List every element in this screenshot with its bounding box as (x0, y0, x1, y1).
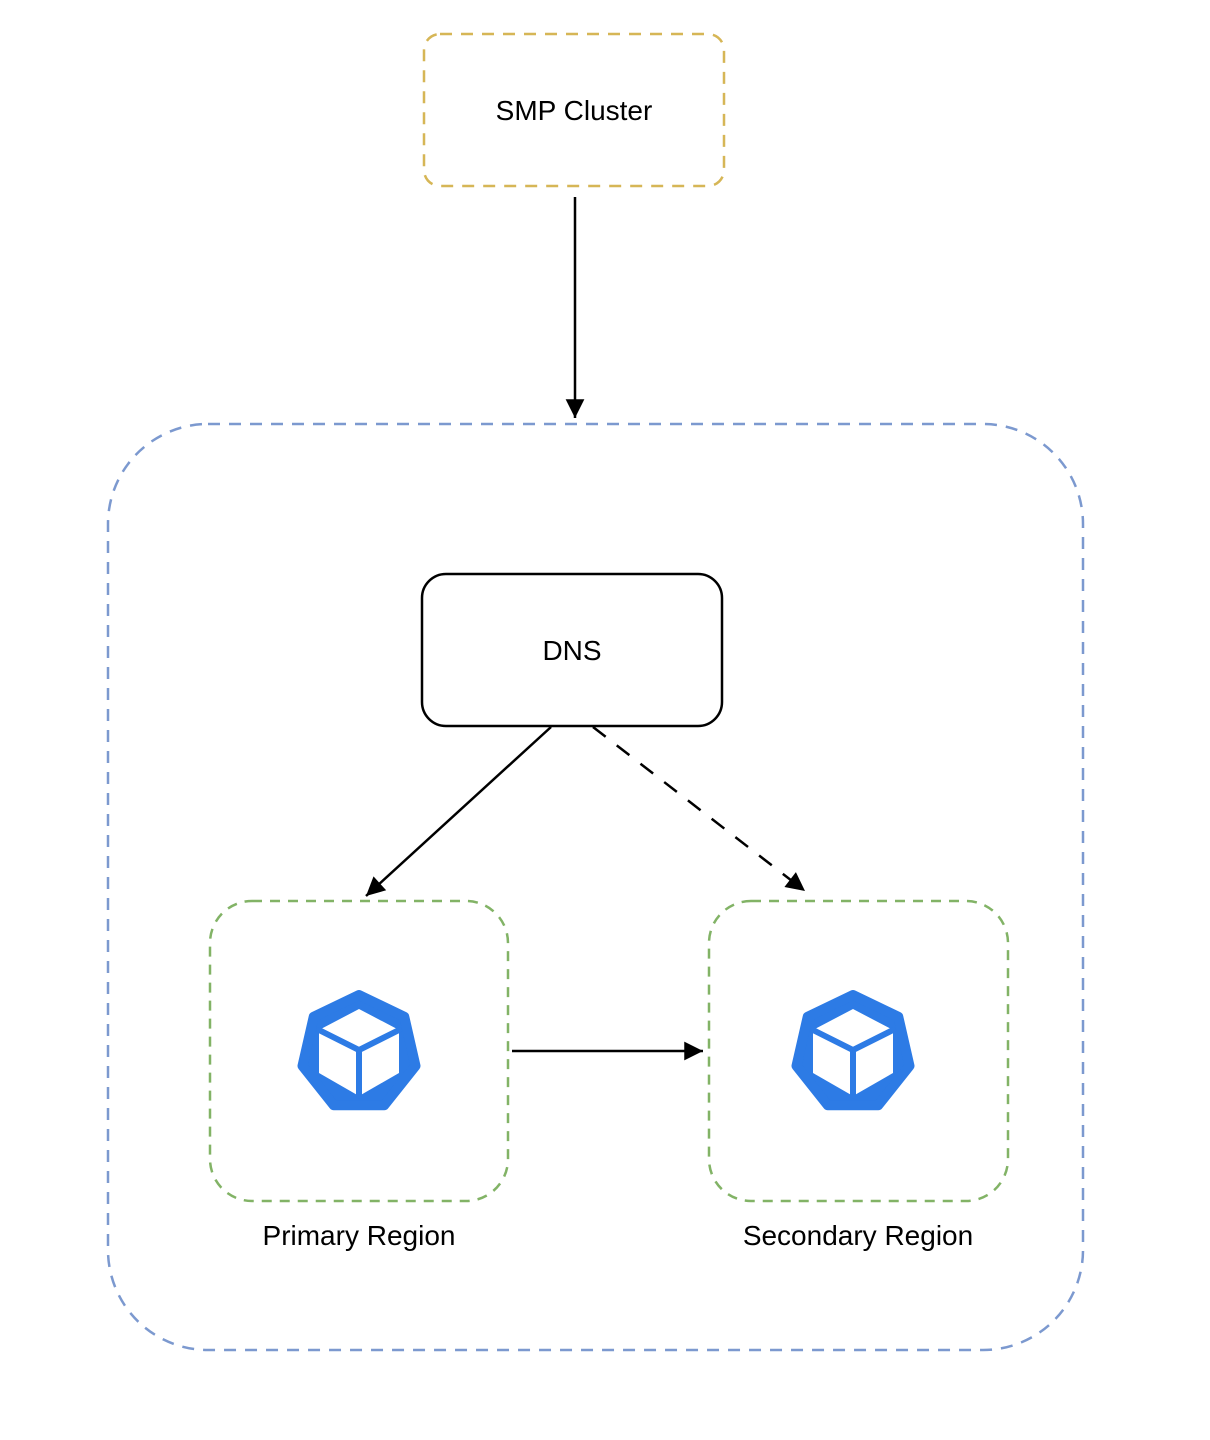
node-smp-cluster: SMP Cluster (422, 32, 726, 188)
dns-label: DNS (542, 635, 601, 666)
outer-container-box (106, 422, 1085, 1352)
secondary-region-label: Secondary Region (743, 1220, 973, 1251)
dns-box (420, 572, 724, 728)
primary-region-label: Primary Region (263, 1220, 456, 1251)
smp-cluster-box (422, 32, 726, 188)
kubernetes-cube-icon (791, 990, 915, 1111)
smp-cluster-label: SMP Cluster (496, 95, 653, 126)
edge-dns-to-secondary (592, 726, 806, 892)
node-secondary-region: Secondary Region (707, 899, 1010, 1251)
node-dns: DNS (420, 572, 724, 728)
node-primary-region: Primary Region (208, 899, 510, 1251)
kubernetes-cube-icon (297, 990, 421, 1111)
edge-dns-to-primary (365, 726, 552, 897)
